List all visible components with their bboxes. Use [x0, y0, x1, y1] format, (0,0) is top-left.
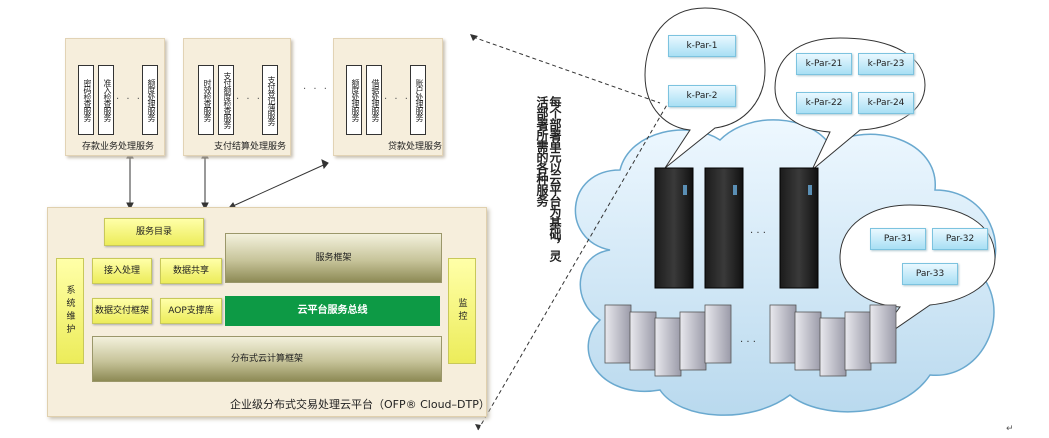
access-processing: 接入处理 — [92, 258, 152, 284]
distributed-computing-framework: 分布式云计算框架 — [92, 336, 442, 382]
group-label: 支付结算处理服务 — [214, 142, 287, 152]
par-box: Par-32 — [932, 228, 988, 250]
service-box: 借据处理服务 — [366, 65, 382, 135]
connectors — [126, 150, 329, 211]
service-box: 密码检查服务 — [78, 65, 94, 135]
kpar-box: k-Par-23 — [858, 53, 914, 75]
ellipsis: · · · — [116, 94, 142, 105]
cloud-service-bus: 云平台服务总线 — [225, 296, 440, 326]
deployment-annotation: 每个部署单元以云平台为基础，灵活部署所需的各种服务 — [535, 96, 562, 261]
pc-towers — [604, 304, 897, 377]
rack-servers — [654, 167, 819, 289]
paragraph-mark: ↵ — [1006, 424, 1014, 434]
service-framework: 服务框架 — [225, 233, 442, 283]
group-label: 贷款处理服务 — [388, 142, 443, 152]
group-label: 存款业务处理服务 — [82, 142, 155, 152]
cloud-platform: 服务目录 系统维护 监控 接入处理 数据共享 数据交付框架 AOP支撑库 服务框… — [47, 207, 490, 417]
aop-support-library: AOP支撑库 — [160, 298, 222, 324]
data-sharing: 数据共享 — [160, 258, 222, 284]
par-box: Par-31 — [870, 228, 926, 250]
service-box: 时效检查服务 — [198, 65, 214, 135]
ellipsis: · · · — [236, 94, 262, 105]
service-catalog: 服务目录 — [104, 218, 204, 246]
monitor-bar: 监控 — [448, 258, 476, 364]
ellipsis: · · · — [384, 94, 410, 105]
service-box: 额度处理服务 — [142, 65, 158, 135]
ellipsis-between-groups: · · · — [303, 84, 329, 95]
service-box: 支付额度检查服务 — [218, 65, 234, 135]
kpar-box: k-Par-2 — [668, 85, 736, 107]
service-group-payment: 时效检查服务 支付额度检查服务 · · · 支付登记薄服务 支付结算处理服务 — [183, 38, 291, 156]
dashed-guides — [472, 36, 669, 431]
svg-text:· · ·: · · · — [740, 337, 756, 348]
service-box: 准入检查服务 — [98, 65, 114, 135]
par-box: Par-33 — [902, 263, 958, 285]
kpar-box: k-Par-22 — [796, 92, 852, 114]
svg-text:· · ·: · · · — [750, 228, 766, 239]
kpar-box: k-Par-1 — [668, 35, 736, 57]
kpar-box: k-Par-21 — [796, 53, 852, 75]
service-group-deposit: 密码检查服务 准入检查服务 · · · 额度处理服务 存款业务处理服务 — [65, 38, 165, 156]
service-group-loan: 额度处理服务 借据处理服务 · · · 账户处理服务 贷款处理服务 — [333, 38, 443, 156]
data-delivery-framework: 数据交付框架 — [92, 298, 152, 324]
kpar-box: k-Par-24 — [858, 92, 914, 114]
platform-title: 企业级分布式交易处理云平台（OFP® Cloud–DTP） — [230, 398, 490, 411]
service-box: 额度处理服务 — [346, 65, 362, 135]
service-box: 支付登记薄服务 — [262, 65, 278, 135]
service-box: 账户处理服务 — [410, 65, 426, 135]
system-maintenance-bar: 系统维护 — [56, 258, 84, 364]
